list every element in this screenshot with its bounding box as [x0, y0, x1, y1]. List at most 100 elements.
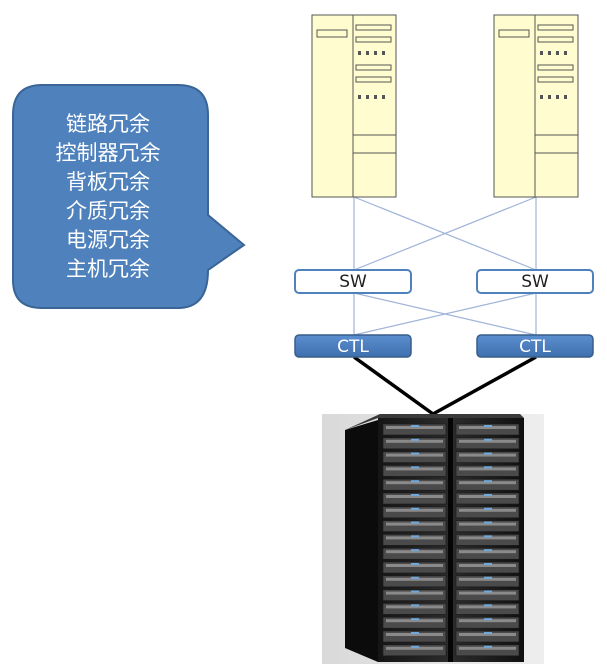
rack-status-led	[484, 632, 492, 634]
rack-status-led	[411, 645, 419, 648]
link-ctl-left-to-storage	[352, 355, 435, 416]
switch-left-label: SW	[339, 272, 367, 292]
rack-status-led	[484, 480, 492, 483]
rack-status-led	[411, 425, 419, 427]
rack-status-led	[411, 452, 419, 455]
rack-enclosure-bezel	[386, 564, 443, 567]
rack-enclosure-bezel	[386, 536, 443, 540]
rack-enclosure	[455, 644, 520, 657]
rack-enclosure	[455, 520, 520, 532]
rack-enclosure	[382, 520, 447, 532]
rack-enclosure-bezel	[386, 522, 443, 526]
rack-enclosure-bezel	[459, 577, 516, 581]
rack-enclosure	[382, 492, 447, 505]
rack-enclosure-bezel	[386, 439, 443, 443]
rack-status-led	[484, 590, 492, 593]
rack-enclosure	[455, 423, 520, 436]
rack-enclosure	[382, 630, 447, 643]
rack-enclosure-bezel	[459, 467, 516, 471]
rack-status-led	[411, 507, 419, 510]
redundancy-callout: 链路冗余 控制器冗余 背板冗余 介质冗余 电源冗余 主机冗余	[12, 84, 246, 309]
tower-server-icon	[493, 14, 579, 198]
rack-status-led	[411, 590, 419, 593]
rack-enclosure	[455, 547, 520, 560]
storage-rack-icon	[345, 414, 524, 662]
network-links	[353, 196, 537, 336]
rack-status-led	[484, 466, 492, 469]
rack-top	[345, 414, 524, 430]
rack-status-led	[484, 618, 492, 621]
rack-enclosure-bezel	[459, 633, 516, 636]
link-sw-right-to-ctl-left	[353, 292, 537, 336]
link-ctl-right-to-storage	[432, 355, 537, 416]
rack-status-led	[411, 618, 419, 621]
callout-bubble	[12, 84, 246, 309]
callout-line-controller: 控制器冗余	[56, 141, 161, 165]
controller-left: CTL	[294, 334, 412, 358]
rack-enclosure	[382, 478, 447, 491]
rack-enclosure	[455, 616, 520, 629]
rack-enclosure-bezel	[459, 426, 516, 429]
callout-line-power: 电源冗余	[66, 228, 150, 252]
switch-right-label: SW	[521, 272, 549, 292]
controller-right-label: CTL	[519, 337, 551, 357]
rack-enclosure	[382, 616, 447, 629]
link-server-right-to-sw-left	[353, 196, 537, 271]
rack-enclosure-bezel	[459, 536, 516, 540]
rack-status-led	[484, 549, 492, 552]
rack-status-led	[411, 563, 419, 565]
rack-enclosure-bezel	[386, 467, 443, 471]
rack-enclosure-bezel	[386, 577, 443, 581]
rack-enclosure	[455, 603, 520, 615]
rack-status-led	[484, 438, 492, 441]
rack-status-led	[484, 507, 492, 510]
rack-status-led	[411, 521, 419, 524]
rack-enclosure-bezel	[386, 633, 443, 636]
rack-enclosure-bezel	[459, 495, 516, 498]
server-right	[493, 14, 579, 198]
rack-enclosure-bezel	[459, 522, 516, 526]
rack-status-led	[411, 632, 419, 634]
rack-enclosure-bezel	[386, 646, 443, 650]
rack-status-led	[411, 466, 419, 469]
rack-status-led	[411, 480, 419, 483]
rack-enclosure-bezel	[386, 453, 443, 457]
rack-enclosure	[455, 561, 520, 574]
callout-line-media: 介质冗余	[66, 199, 150, 223]
storage-array	[322, 414, 544, 664]
rack-enclosure-bezel	[459, 453, 516, 457]
rack-status-led	[484, 521, 492, 524]
rack-enclosure-bezel	[386, 481, 443, 485]
backplane-links	[352, 355, 537, 416]
rack-status-led	[411, 549, 419, 552]
rack-side-panel	[345, 420, 378, 662]
rack-enclosure-bezel	[459, 439, 516, 443]
rack-enclosure	[382, 603, 447, 615]
rack-enclosure-bezel	[386, 605, 443, 609]
rack-enclosure	[382, 561, 447, 574]
rack-enclosure	[382, 451, 447, 463]
rack-enclosure	[455, 492, 520, 505]
callout-line-link: 链路冗余	[66, 112, 150, 136]
rack-status-led	[411, 494, 419, 496]
rack-enclosure-bezel	[459, 605, 516, 609]
switch-right: SW	[476, 269, 594, 294]
rack-enclosure-bezel	[386, 508, 443, 512]
rack-status-led	[484, 563, 492, 565]
rack-status-led	[411, 438, 419, 441]
rack-enclosure	[382, 644, 447, 657]
tower-server-icon	[311, 14, 397, 198]
rack-enclosure-bezel	[459, 508, 516, 512]
rack-status-led	[411, 604, 419, 607]
rack-enclosure	[455, 534, 520, 546]
rack-status-led	[484, 645, 492, 648]
callout-line-backplane: 背板冗余	[66, 170, 150, 194]
callout-line-host: 主机冗余	[66, 257, 150, 281]
controller-right: CTL	[476, 334, 594, 358]
rack-enclosure	[382, 506, 447, 519]
rack-enclosure	[455, 575, 520, 588]
rack-enclosure-bezel	[386, 550, 443, 554]
rack-enclosure	[455, 437, 520, 450]
switch-left: SW	[294, 269, 412, 294]
